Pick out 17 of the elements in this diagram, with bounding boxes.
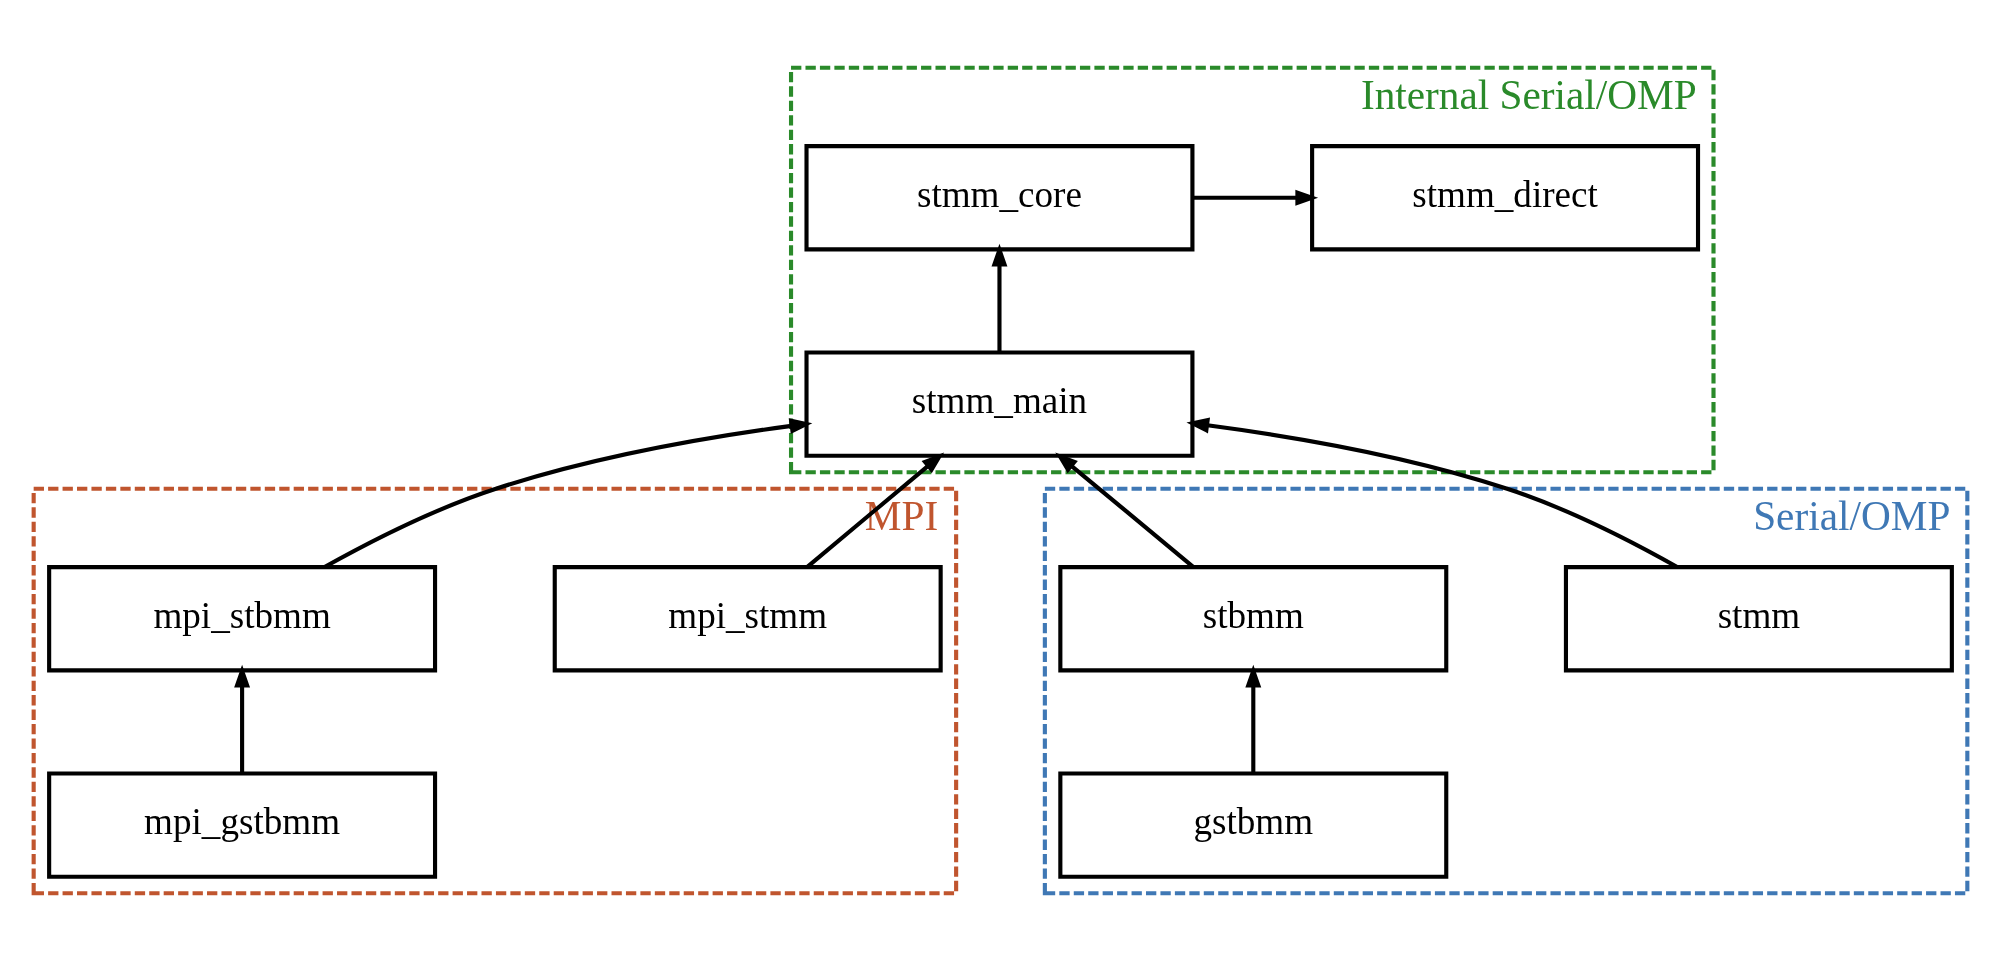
- arrow: [1245, 664, 1262, 773]
- arrow: [1193, 189, 1319, 206]
- node-box: stmm_core: [804, 143, 1195, 251]
- node-box: stmm: [1563, 564, 1954, 672]
- node-box: gstbmm: [1058, 770, 1449, 879]
- node-box: stmm_direct: [1310, 143, 1701, 251]
- arrow: [806, 451, 945, 568]
- arrow: [323, 417, 813, 569]
- node-box: stbmm: [1058, 564, 1449, 672]
- node-box: mpi_stmm: [552, 564, 943, 672]
- node-box: stmm_main: [804, 350, 1195, 458]
- arrow: [991, 243, 1008, 352]
- arrow: [234, 664, 251, 773]
- arrow: [1186, 417, 1679, 569]
- node-box: mpi_gstbmm: [47, 770, 438, 879]
- node-box: mpi_stbmm: [47, 564, 438, 672]
- arrow: [1055, 451, 1195, 568]
